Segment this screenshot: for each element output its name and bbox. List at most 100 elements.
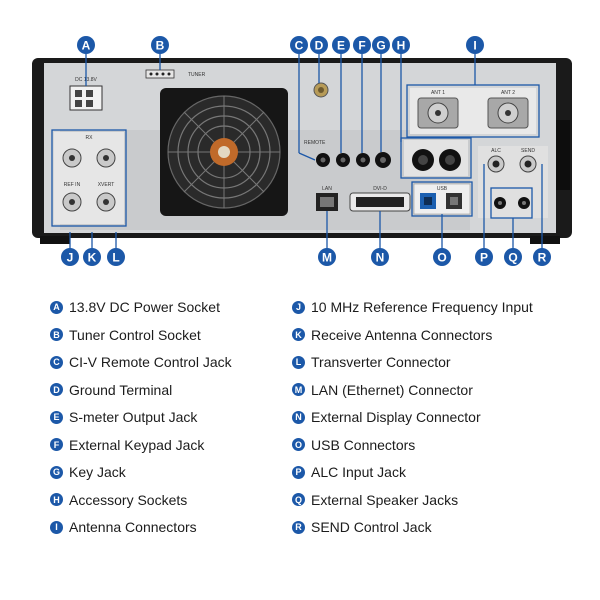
legend-badge: F [50,438,63,451]
antenna-connectors: ANT 1 ANT 2 [410,88,536,134]
callout-badges: A B C D E F G H I J K L M N O P Q R [61,36,551,266]
legend-label: S-meter Output Jack [69,409,198,425]
callout-n: N [371,248,389,266]
callout-g: G [372,36,390,54]
ant1-marking: ANT 1 [431,90,445,96]
legend-badge: Q [292,493,305,506]
legend-label: Transverter Connector [311,354,451,370]
legend-item-a: A 13.8V DC Power Socket [50,296,220,318]
rx-marking: RX [86,135,94,141]
callout-m: M [318,248,336,266]
svg-text:B: B [156,39,165,53]
legend-badge: B [50,328,63,341]
legend-label: External Keypad Jack [69,436,205,453]
callout-k: K [83,248,101,266]
svg-text:G: G [376,39,385,53]
legend-item-k: K Receive Antenna Connectors [292,324,492,346]
callout-r: R [533,248,551,266]
svg-text:K: K [88,251,97,265]
callout-a: A [77,36,95,54]
legend-label: Accessory Sockets [69,491,188,508]
svg-text:F: F [358,39,365,53]
jack-row: REMOTE [304,140,391,168]
cooling-fan [160,88,288,216]
legend-badge: M [292,383,305,396]
alc-marking: ALC [491,148,501,154]
legend-badge: J [292,300,305,314]
legend-item-c: C CI-V Remote Control Jack [50,351,232,373]
callout-p: P [475,248,493,266]
callout-leaders [51,54,543,257]
legend-item-f: F External Keypad Jack [50,434,204,456]
legend-item-r: R SEND Control Jack [292,516,432,538]
svg-text:A: A [82,39,91,53]
callout-o: O [433,248,451,266]
svg-text:M: M [322,251,332,265]
svg-text:R: R [538,251,547,265]
svg-text:N: N [376,251,385,265]
bnc-connectors: RX REF IN XVERT [54,132,124,224]
ref-in-marking: REF IN [64,182,81,188]
legend-label: 10 MHz Reference Frequency Input [311,299,533,315]
legend-label: USB Connectors [311,436,416,453]
callout-l: L [107,248,125,266]
xvert-marking: XVERT [98,182,115,188]
legend-label: SEND Control Jack [311,519,432,535]
legend-item-b: B Tuner Control Socket [50,324,201,346]
legend-label: Antenna Connectors [69,519,197,535]
legend-label: Key Jack [69,464,126,480]
legend-badge: O [292,438,305,451]
tuner-marking: TUNER [188,72,206,78]
legend-label: Tuner Control Socket [69,326,201,343]
legend-item-p: P ALC Input Jack [292,461,406,483]
legend-item-m: M LAN (Ethernet) Connector [292,379,473,401]
legend-badge: G [50,465,63,479]
legend-badge: P [292,465,305,479]
svg-text:C: C [295,39,304,53]
lan-connector: LAN [316,186,338,211]
legend-label: Receive Antenna Connectors [311,326,493,343]
callout-b: B [151,36,169,54]
svg-text:D: D [315,39,324,53]
legend-badge: K [292,328,305,341]
legend-item-j: J 10 MHz Reference Frequency Input [292,296,533,318]
legend-label: 13.8V DC Power Socket [69,299,220,315]
legend-label: ALC Input Jack [311,464,406,480]
svg-text:Q: Q [508,251,517,265]
legend-badge: C [50,355,63,369]
svg-text:E: E [337,39,345,53]
accessory-sockets [404,140,468,176]
legend-label: External Speaker Jacks [311,491,459,508]
ground-terminal [313,82,329,98]
svg-text:P: P [480,251,488,265]
right-jacks: ALC SEND [478,146,548,218]
legend-item-n: N External Display Connector [292,406,481,428]
svg-text:L: L [112,251,119,265]
legend-item-o: O USB Connectors [292,434,415,456]
svg-text:J: J [67,251,74,265]
dvi-marking: DVI-D [373,186,387,192]
send-marking: SEND [521,148,535,154]
lan-marking: LAN [322,186,332,192]
callout-q: Q [504,248,522,266]
callout-j: J [61,248,79,266]
callout-e: E [332,36,350,54]
legend-label: LAN (Ethernet) Connector [311,381,473,398]
legend-item-g: G Key Jack [50,461,126,483]
legend-badge: E [50,410,63,424]
rear-panel-diagram: DC 13.8V TUNER REMOTE [32,36,572,266]
remote-marking: REMOTE [304,140,326,146]
legend-item-e: E S-meter Output Jack [50,406,197,428]
legend-badge: A [50,300,63,314]
legend-label: CI-V Remote Control Jack [69,354,232,370]
legend-badge: N [292,410,305,424]
legend-badge: D [50,383,63,396]
legend-badge: L [292,355,305,369]
legend-badge: R [292,520,305,534]
usb-marking: USB [437,186,448,192]
legend-label: External Display Connector [311,409,481,425]
usb-connectors: USB [413,183,471,215]
